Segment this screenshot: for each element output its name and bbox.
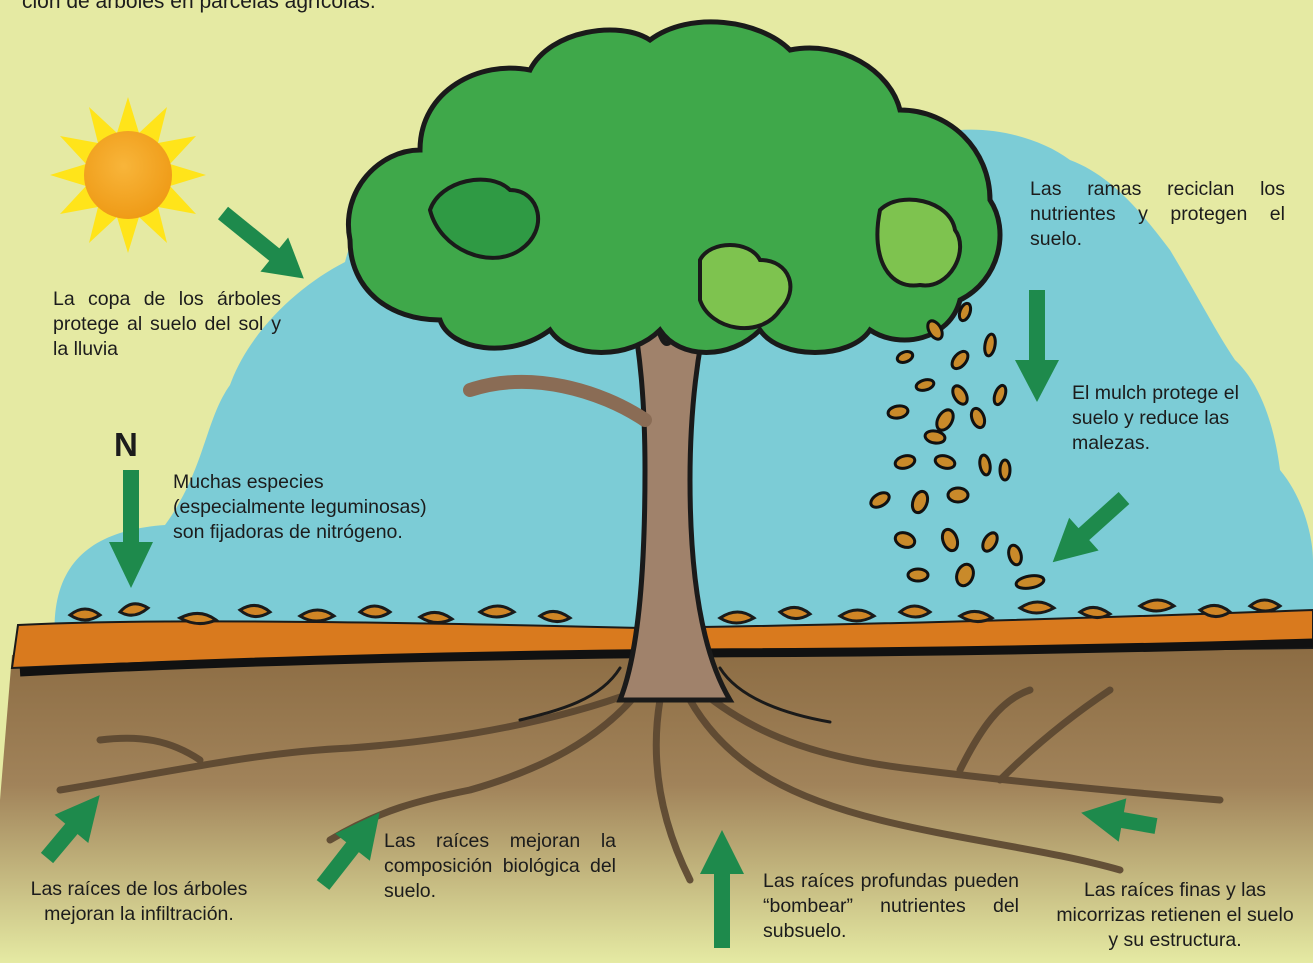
nitrogen-symbol: N (114, 426, 138, 464)
label-deep-roots: Las raíces profundas pueden “bombear” nu… (763, 869, 1019, 944)
caption-top: ción de árboles en parcelas agrícolas. (22, 0, 376, 14)
label-biological: Las raíces mejoran la composición biológ… (384, 829, 616, 904)
arrow-sun-to-canopy (209, 196, 318, 296)
label-fine-roots: Las raíces finas y las micorrizas retien… (1053, 878, 1297, 953)
label-mulch: El mulch protege el suelo y reduce las m… (1072, 381, 1272, 456)
label-infiltration: Las raíces de los árboles mejoran la inf… (8, 877, 270, 927)
label-canopy: La copa de los árboles protege al suelo … (53, 287, 281, 362)
sun (50, 97, 206, 253)
label-nitrogen: Muchas especies (especialmente leguminos… (173, 470, 433, 545)
label-branches: Las ramas reciclan los nutrientes y prot… (1030, 177, 1285, 252)
tree-canopy (348, 22, 1000, 353)
